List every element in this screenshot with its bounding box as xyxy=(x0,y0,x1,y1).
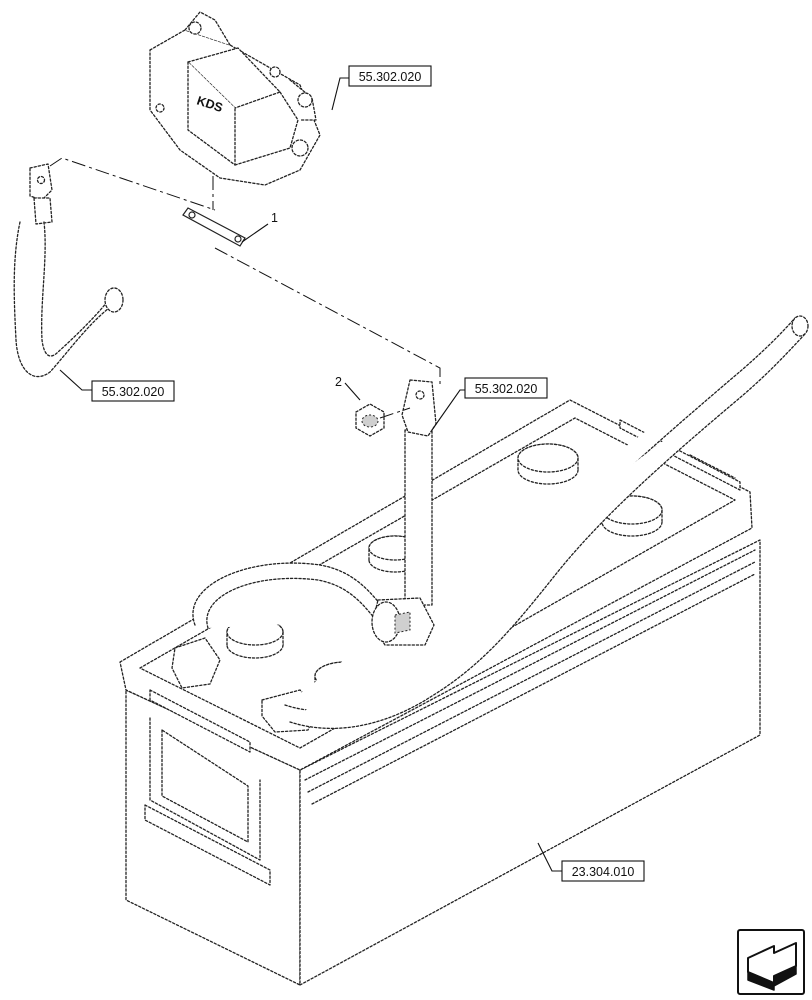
ref-box-left-cable[interactable]: 55.302.020 xyxy=(91,380,175,402)
center-cable xyxy=(371,379,437,646)
strap-item-1 xyxy=(182,207,246,247)
next-page-arrow-icon[interactable] xyxy=(737,929,805,995)
ref-box-center-cable[interactable]: 55.302.020 xyxy=(464,377,548,399)
ref-box-battery[interactable]: 23.304.010 xyxy=(561,860,645,882)
ref-label-center-cable[interactable]: 55.302.020 xyxy=(475,382,538,396)
leader-lines xyxy=(59,77,562,872)
callout-2: 2 xyxy=(335,375,342,389)
cell-cap xyxy=(601,495,663,537)
assembly-lines xyxy=(49,157,441,419)
cell-cap xyxy=(517,443,579,485)
ref-label-left-cable[interactable]: 55.302.020 xyxy=(102,385,165,399)
ref-label-battery[interactable]: 23.304.010 xyxy=(572,865,635,879)
ref-label-cover[interactable]: 55.302.020 xyxy=(359,70,422,84)
terminal-cover: KDS xyxy=(149,11,321,186)
ref-box-cover[interactable]: 55.302.020 xyxy=(348,65,432,87)
battery xyxy=(119,315,809,986)
callout-1: 1 xyxy=(271,211,278,225)
left-cable xyxy=(13,163,124,378)
nut-item-2 xyxy=(355,403,385,437)
